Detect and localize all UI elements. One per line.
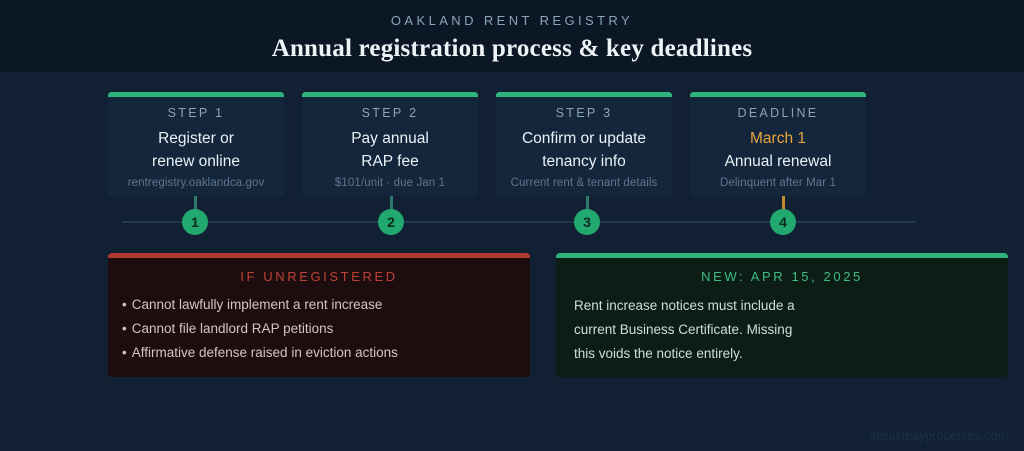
timeline-marker-label: 4 — [770, 209, 796, 235]
step-title: Confirm or update tenancy info — [496, 127, 672, 173]
bullet-icon: • — [122, 345, 127, 360]
step-title-line2: RAP fee — [361, 153, 419, 170]
timeline-node-3[interactable]: 3 — [567, 196, 607, 235]
step-kicker: DEADLINE — [737, 106, 819, 120]
timeline-marker-label: 2 — [378, 209, 404, 235]
step-title: Register or renew online — [108, 127, 284, 173]
step-title: Pay annual RAP fee — [302, 127, 478, 173]
step-kicker: STEP 3 — [555, 106, 613, 120]
timeline-marker-label: 3 — [574, 209, 600, 235]
step-note: rentregistry.oaklandca.gov — [127, 177, 265, 189]
step-kicker: STEP 2 — [361, 106, 419, 120]
page-header: OAKLAND RENT REGISTRY Annual registratio… — [0, 0, 1024, 72]
list-item: • Cannot lawfully implement a rent increa… — [122, 293, 530, 317]
new-rule-line1: Rent increase notices must include a — [574, 298, 795, 313]
new-rule-line3: this voids the notice entirely. — [574, 346, 743, 361]
deadline-date: March 1 — [750, 130, 806, 147]
timeline-node-2[interactable]: 2 — [371, 196, 411, 235]
step-card-1[interactable]: STEP 1 Register or renew online rentregi… — [108, 92, 284, 196]
timeline-stem — [193, 196, 197, 212]
new-rule-line2: current Business Certificate. Missing — [574, 322, 793, 337]
info-panels: IF UNREGISTERED • Cannot lawfully impleme… — [108, 253, 1008, 379]
list-item-text: Cannot file landlord RAP petitions — [131, 321, 334, 336]
new-rule-body: Rent increase notices must include a cur… — [574, 294, 1008, 366]
step-title-line2: renew online — [152, 153, 240, 170]
card-accent-bar — [108, 92, 284, 97]
timeline: 1 2 3 4 — [108, 196, 918, 248]
step-cards: STEP 1 Register or renew online rentregi… — [108, 92, 868, 196]
step-note: Delinquent after Mar 1 — [720, 177, 836, 189]
step-card-3[interactable]: STEP 3 Confirm or update tenancy info Cu… — [496, 92, 672, 196]
step-title-line2: tenancy info — [542, 153, 626, 170]
unregistered-list: • Cannot lawfully implement a rent increa… — [122, 293, 530, 365]
new-rule-panel-title: NEW: APR 15, 2025 — [701, 269, 863, 284]
panel-accent-bar — [108, 253, 530, 258]
list-item-text: Cannot lawfully implement a rent increas… — [131, 297, 383, 312]
header-eyebrow: OAKLAND RENT REGISTRY — [390, 13, 634, 28]
timeline-track — [122, 221, 916, 223]
unregistered-panel-title: IF UNREGISTERED — [240, 269, 398, 284]
timeline-node-1[interactable]: 1 — [175, 196, 215, 235]
step-card-2[interactable]: STEP 2 Pay annual RAP fee $101/unit · du… — [302, 92, 478, 196]
page-title: Annual registration process & key deadli… — [271, 35, 753, 62]
card-accent-bar — [496, 92, 672, 97]
card-accent-bar — [690, 92, 866, 97]
step-title-line1: Pay annual — [351, 130, 429, 147]
step-title-line2: Annual renewal — [724, 153, 832, 170]
step-note: $101/unit · due Jan 1 — [334, 177, 446, 189]
timeline-stem — [389, 196, 393, 212]
step-note: Current rent & tenant details — [510, 177, 658, 189]
step-title: March 1 Annual renewal — [690, 127, 866, 173]
timeline-stem — [781, 196, 785, 212]
step-kicker: STEP 1 — [167, 106, 225, 120]
step-title-line1: Confirm or update — [521, 130, 647, 147]
panel-accent-bar — [556, 253, 1008, 258]
card-accent-bar — [302, 92, 478, 97]
list-item-text: Affirmative defense raised in eviction a… — [131, 345, 398, 360]
timeline-stem — [585, 196, 589, 212]
unregistered-panel: IF UNREGISTERED • Cannot lawfully impleme… — [108, 253, 530, 377]
new-rule-panel: NEW: APR 15, 2025 Rent increase notices … — [556, 253, 1008, 377]
list-item: • Affirmative defense raised in eviction … — [122, 341, 530, 365]
timeline-node-4[interactable]: 4 — [763, 196, 803, 235]
bullet-icon: • — [122, 297, 127, 312]
bullet-icon: • — [122, 321, 127, 336]
list-item: • Cannot file landlord RAP petitions — [122, 317, 530, 341]
step-title-line1: Register or — [158, 130, 234, 147]
timeline-marker-label: 1 — [182, 209, 208, 235]
step-card-deadline[interactable]: DEADLINE March 1 Annual renewal Delinque… — [690, 92, 866, 196]
watermark: alleastbayproperties.com — [869, 429, 1008, 443]
